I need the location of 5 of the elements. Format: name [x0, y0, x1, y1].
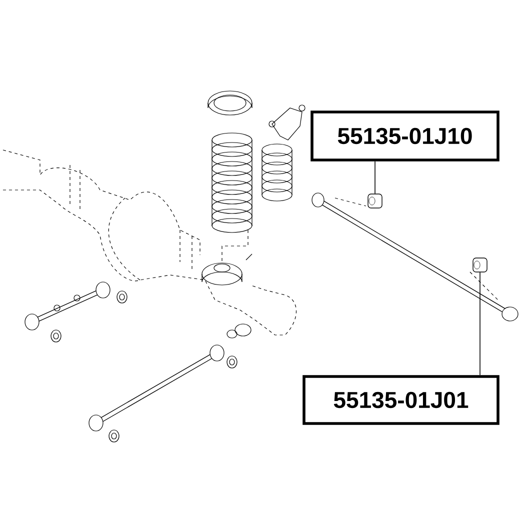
bushing	[368, 194, 382, 208]
leader-line	[374, 161, 376, 194]
part-number-box: 55135-01J10	[310, 110, 500, 162]
bushing	[472, 258, 488, 272]
part-number-box: 55135-01J01	[302, 375, 500, 425]
